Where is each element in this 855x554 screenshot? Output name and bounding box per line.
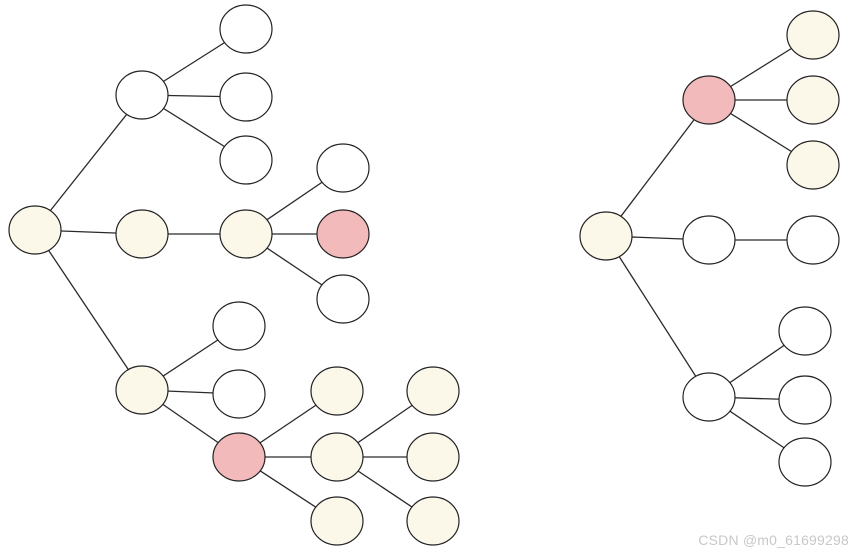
right-tree-edge-R0-R3 [605,235,710,398]
right-tree-node-R1a [786,10,840,60]
left-tree-node-L1b [219,72,273,122]
left-tree-node-L3c2b [406,432,460,482]
right-tree-node-R0 [579,211,633,261]
right-tree-node-R1 [682,75,736,125]
right-tree-node-R1b [786,75,840,125]
left-tree-node-L3c2c [406,496,460,546]
watermark-text: CSDN @m0_61699298 [698,532,849,548]
left-tree-node-L3a [212,301,266,351]
left-tree-edge-L0-L1 [34,94,143,231]
right-tree-node-R1c [786,140,840,190]
left-tree-node-L1 [115,70,169,120]
left-tree-node-L2a2 [316,209,370,259]
right-tree-node-R3c [778,437,832,487]
left-tree-node-L1c [219,135,273,185]
left-tree-node-L2a [219,209,273,259]
left-tree-node-L3c3 [310,496,364,546]
left-tree-edge-L0-L3 [34,229,143,391]
right-tree-node-R3a [778,306,832,356]
left-tree-node-L0 [8,205,62,255]
left-tree-node-L3b [212,369,266,419]
left-tree-node-L1a [219,4,273,54]
left-tree-node-L3 [115,365,169,415]
left-tree-node-L2a1 [316,143,370,193]
nodes-layer [8,4,840,546]
left-tree-node-L3c [212,432,266,482]
left-tree-node-L2 [115,209,169,259]
left-tree-node-L3c2a [406,366,460,416]
right-tree-node-R2 [682,215,736,265]
right-tree-node-R3 [682,372,736,422]
left-tree-node-L2a3 [316,274,370,324]
left-tree-node-L3c1 [310,366,364,416]
left-tree-node-L3c2 [310,432,364,482]
right-tree-node-R3b [778,375,832,425]
right-tree-edge-R0-R1 [605,99,710,237]
right-tree-node-R2a [786,215,840,265]
